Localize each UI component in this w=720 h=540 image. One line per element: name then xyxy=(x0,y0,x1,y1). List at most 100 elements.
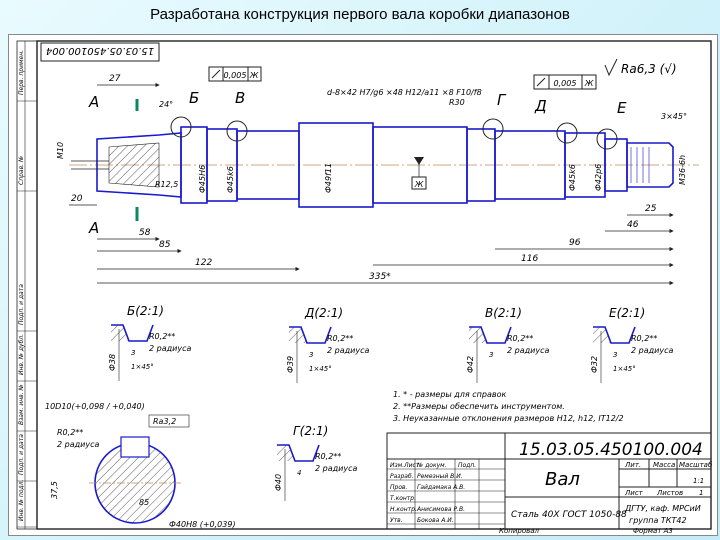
svg-text:2 радиуса: 2 радиуса xyxy=(631,346,673,355)
spline-designation: d-8×42 H7/g6 ×48 H12/a11 ×8 F10/f8 xyxy=(327,88,482,97)
svg-text:Ф39: Ф39 xyxy=(286,356,295,373)
svg-text:Бокова А.И.: Бокова А.И. xyxy=(417,517,454,524)
svg-text:Ф38: Ф38 xyxy=(108,354,117,371)
svg-text:Анисимова Р.В.: Анисимова Р.В. xyxy=(416,506,465,513)
svg-text:1. * - размеры для справок: 1. * - размеры для справок xyxy=(393,390,506,399)
svg-text:2 радиуса: 2 радиуса xyxy=(57,440,99,449)
svg-text:Ж: Ж xyxy=(414,180,424,189)
svg-text:116: 116 xyxy=(521,254,538,264)
svg-text:Подп.: Подп. xyxy=(458,462,476,469)
svg-text:85: 85 xyxy=(159,240,171,250)
svg-text:2 радиуса: 2 радиуса xyxy=(507,346,549,355)
svg-text:А: А xyxy=(88,219,99,237)
svg-text:Ф45k6: Ф45k6 xyxy=(226,166,235,193)
chamfer-right: 3×45° xyxy=(661,112,687,121)
left-end-section xyxy=(108,142,160,188)
svg-text:46: 46 xyxy=(627,220,639,230)
dimension-lines xyxy=(69,82,674,286)
svg-text:Ф45H6: Ф45H6 xyxy=(198,165,207,193)
svg-text:Е: Е xyxy=(617,99,627,117)
roughness-general: Ra6,3 (√) xyxy=(621,62,677,76)
svg-text:Утв.: Утв. xyxy=(390,517,403,524)
svg-text:Ф42p6: Ф42p6 xyxy=(594,164,603,191)
svg-text:3. Неуказанные отклонения разм: 3. Неуказанные отклонения размеров H12, … xyxy=(393,414,624,423)
svg-text:3: 3 xyxy=(489,351,493,359)
svg-text:0,005: 0,005 xyxy=(224,71,247,80)
svg-text:Г: Г xyxy=(497,91,507,109)
svg-text:37,5: 37,5 xyxy=(50,481,59,499)
svg-text:Ra3,2: Ra3,2 xyxy=(153,417,176,426)
rotated-drawing-number: 15.03.05.450100.004 xyxy=(46,45,154,56)
detail-circles xyxy=(170,116,618,150)
svg-text:М36-6h: М36-6h xyxy=(678,155,687,185)
left-strip-label: Справ. № xyxy=(18,156,25,185)
material: Сталь 40Х ГОСТ 1050-88 xyxy=(511,510,627,520)
svg-text:3: 3 xyxy=(131,349,135,357)
svg-text:1×45°: 1×45° xyxy=(131,363,154,371)
dimension-values: 27 20 58 85 122 335* 116 96 46 25 xyxy=(71,74,657,282)
svg-text:1×45°: 1×45° xyxy=(309,365,332,373)
organization: ДГТУ, каф. МРСиИ xyxy=(624,504,701,513)
svg-text:10D10(+0,098 / +0,040): 10D10(+0,098 / +0,040) xyxy=(45,402,145,411)
svg-text:122: 122 xyxy=(195,258,212,268)
slide-title: Разработана конструкция первого вала кор… xyxy=(150,6,570,23)
left-strip-label: Инв. № дубл. xyxy=(18,334,25,375)
svg-text:Ф32: Ф32 xyxy=(590,356,599,373)
group: группа ТКТ42 xyxy=(629,516,687,525)
part-name: Вал xyxy=(545,469,580,490)
left-strip-label: Перв. примен. xyxy=(18,50,25,95)
radius-r30: R30 xyxy=(449,98,465,107)
svg-text:Г(2:1): Г(2:1) xyxy=(293,424,328,438)
svg-text:3: 3 xyxy=(309,351,313,359)
svg-text:Б(2:1): Б(2:1) xyxy=(127,304,164,318)
svg-text:Е(2:1): Е(2:1) xyxy=(609,306,645,320)
diameter-labels: Ф45H6 Ф45k6 Ф49f11 Ф45k6 Ф42p6 М36-6h xyxy=(198,155,687,193)
svg-text:96: 96 xyxy=(569,238,581,248)
svg-text:Ж: Ж xyxy=(249,71,259,80)
svg-text:R12,5: R12,5 xyxy=(155,180,178,189)
left-strip-label: Подп. и дата xyxy=(18,284,25,325)
svg-text:Масса: Масса xyxy=(653,461,675,469)
copied-label: Копировал xyxy=(499,527,540,535)
svg-text:R0,2**: R0,2** xyxy=(57,428,83,437)
svg-text:20: 20 xyxy=(71,194,83,204)
svg-text:А: А xyxy=(88,93,99,111)
tolerance-frame-2: 0,005 Ж xyxy=(533,74,597,90)
title-block-header: Лит. Масса Масштаб 1:1 Лист Листов 1 xyxy=(624,461,713,497)
svg-text:Т.контр.: Т.контр. xyxy=(390,495,416,502)
tolerance-frame-1: 0,005 Ж xyxy=(208,66,262,82)
svg-text:1×45°: 1×45° xyxy=(613,365,636,373)
svg-text:Ф40H8 (+0,039): Ф40H8 (+0,039) xyxy=(169,520,236,529)
svg-text:В: В xyxy=(235,89,245,107)
svg-text:Гайдамака А.В.: Гайдамака А.В. xyxy=(417,484,465,491)
svg-text:Н.контр.: Н.контр. xyxy=(390,506,417,513)
svg-text:№ докум.: № докум. xyxy=(416,462,447,469)
left-strip-label: Взам. инв. № xyxy=(18,384,25,425)
title-block-number: 15.03.05.450100.004 xyxy=(519,440,703,460)
svg-text:Изм.Лист: Изм.Лист xyxy=(390,462,420,469)
svg-text:24°: 24° xyxy=(159,100,173,109)
svg-text:1:1: 1:1 xyxy=(693,477,704,485)
technical-notes: 1. * - размеры для справок 2. **Размеры … xyxy=(393,390,624,423)
svg-text:2 радиуса: 2 радиуса xyxy=(315,464,357,473)
svg-text:2 радиуса: 2 радиуса xyxy=(327,346,369,355)
left-end-labels: М10 R12,5 24° xyxy=(56,100,178,189)
svg-text:1: 1 xyxy=(699,489,703,497)
svg-text:Ф45k6: Ф45k6 xyxy=(568,164,577,191)
svg-text:Ремезный В.И.: Ремезный В.И. xyxy=(417,473,463,480)
svg-text:R0,2**: R0,2** xyxy=(631,334,657,343)
section-letters: А Б В Г Д Е А xyxy=(88,89,627,237)
svg-text:4: 4 xyxy=(297,469,301,477)
svg-text:Пров.: Пров. xyxy=(390,484,408,491)
left-strip-label: Инв. № подл. xyxy=(18,480,25,521)
svg-text:335*: 335* xyxy=(369,272,391,282)
svg-text:Лист: Лист xyxy=(624,489,644,497)
